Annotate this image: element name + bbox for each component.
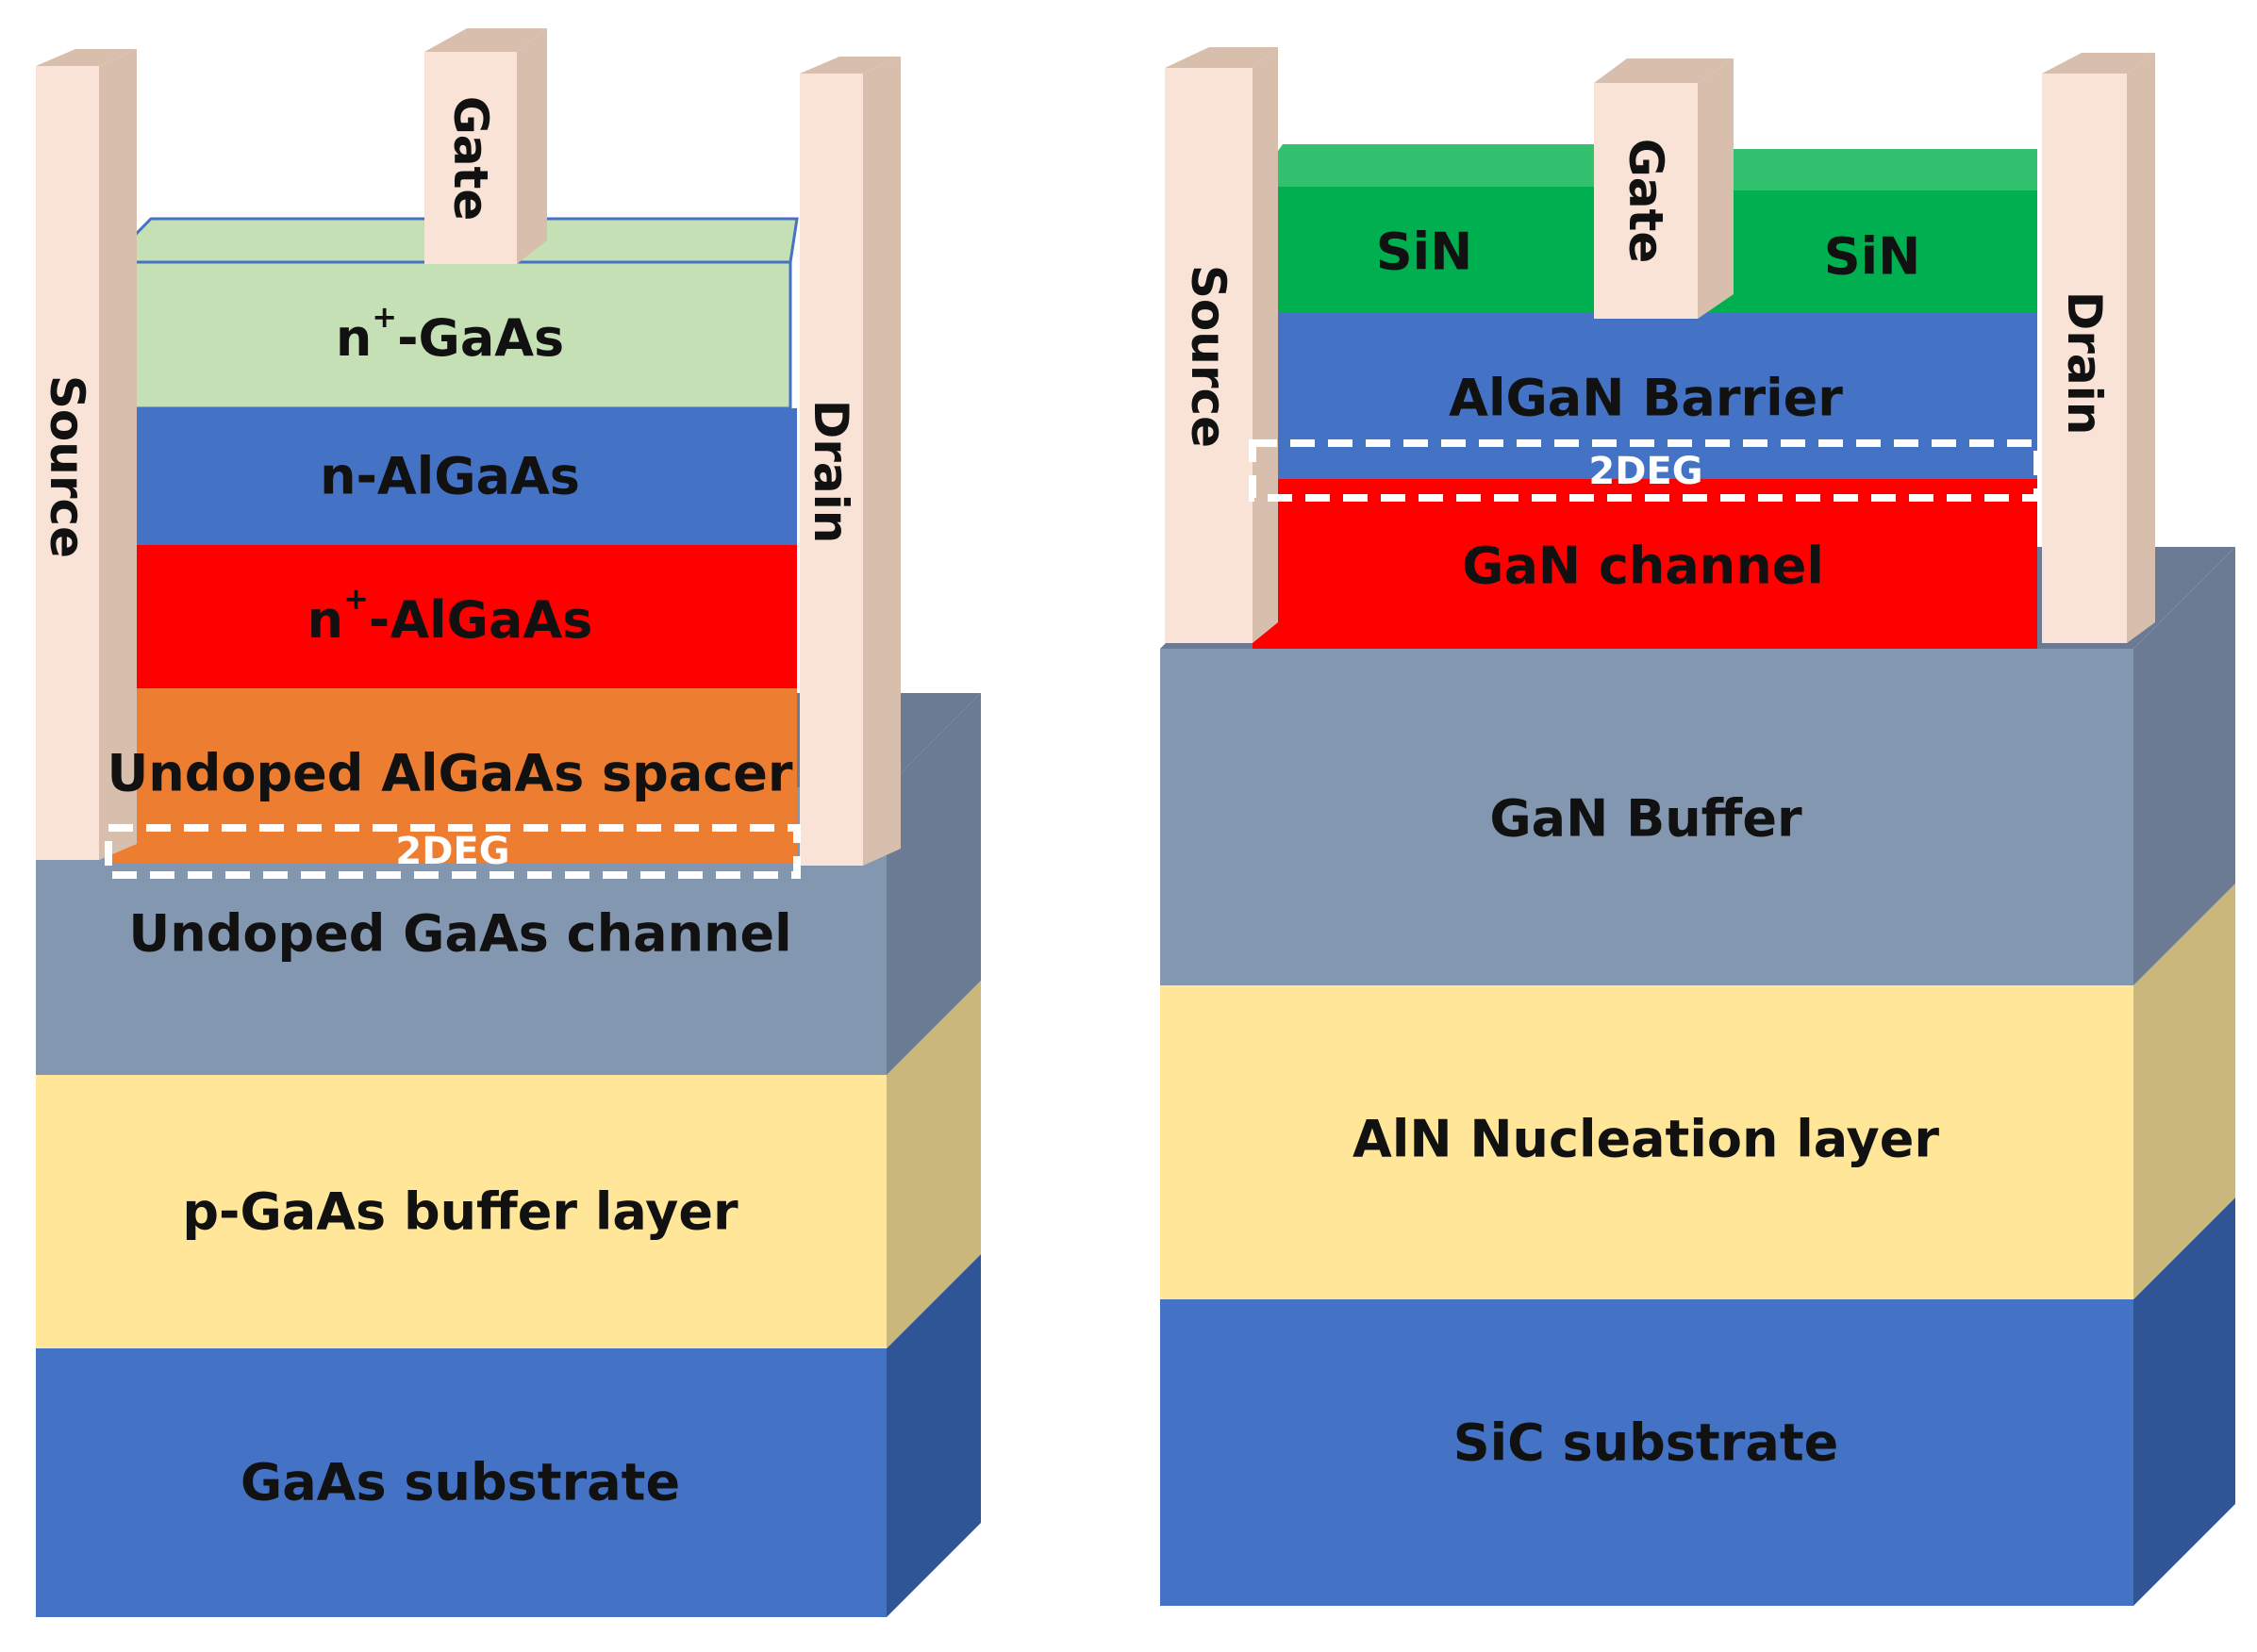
left-2deg-label: 2DEG bbox=[395, 830, 509, 873]
left-source-label: Source bbox=[40, 375, 94, 558]
right-drain-label: Drain bbox=[2057, 291, 2112, 436]
left-channel-side bbox=[887, 693, 981, 1075]
right-nucleation-front bbox=[1160, 985, 2133, 1299]
right-buffer-label: GaN Buffer bbox=[1489, 789, 1802, 849]
left-buffer-label: p-GaAs buffer layer bbox=[182, 1182, 739, 1242]
right-source-label: Source bbox=[1181, 265, 1236, 448]
right-nucleation-label: AlN Nucleation layer bbox=[1353, 1110, 1939, 1169]
right-sin-right bbox=[1698, 149, 2037, 313]
left-donor-label: n-AlGaAs bbox=[320, 447, 580, 506]
right-barrier-label: AlGaN Barrier bbox=[1449, 369, 1843, 428]
right-sin-left-label: SiN bbox=[1376, 223, 1473, 282]
left-gate-label: Gate bbox=[443, 96, 498, 222]
left-cap-layer bbox=[107, 260, 792, 410]
right-gate-label: Gate bbox=[1618, 139, 1673, 264]
left-cap-label: n+-GaAs bbox=[336, 299, 564, 368]
right-substrate-front bbox=[1160, 1299, 2133, 1606]
right-buffer-side bbox=[2133, 547, 2235, 985]
left-substrate-label: GaAs substrate bbox=[241, 1453, 680, 1512]
left-spacer-layer bbox=[108, 688, 797, 863]
left-doped-label: n+-AlGaAs bbox=[307, 581, 593, 650]
right-drain-electrode bbox=[2042, 53, 2155, 643]
right-substrate-label: SiC substrate bbox=[1453, 1413, 1839, 1473]
right-nucleation-side bbox=[2133, 884, 2235, 1299]
left-channel-label: Undoped GaAs channel bbox=[128, 904, 791, 964]
right-channel-label: GaN channel bbox=[1462, 537, 1824, 596]
right-2deg-label: 2DEG bbox=[1588, 450, 1702, 493]
right-sin-right-label: SiN bbox=[1824, 227, 1921, 287]
right-gate-electrode bbox=[1594, 58, 1734, 319]
right-substrate-side bbox=[2133, 1198, 2235, 1606]
left-doped-layer bbox=[108, 545, 797, 688]
right-2deg-region bbox=[1249, 439, 2041, 502]
right-sin-left bbox=[1253, 144, 1594, 313]
left-drain-electrode bbox=[800, 57, 901, 866]
left-buffer-side bbox=[887, 981, 981, 1348]
left-gate-electrode bbox=[424, 28, 547, 264]
right-device: Source Drain Gate SiN SiN AlGaN Barrier … bbox=[1160, 47, 2235, 1606]
right-barrier-layer bbox=[1253, 313, 2037, 479]
left-spacer-label: Undoped AlGaAs spacer bbox=[107, 744, 792, 803]
left-substrate-side bbox=[887, 1254, 981, 1617]
left-substrate-front bbox=[36, 1348, 887, 1617]
left-buffer-front bbox=[36, 1075, 887, 1348]
right-channel-layer bbox=[1253, 479, 2037, 649]
left-source-electrode bbox=[36, 49, 137, 860]
left-drain-label: Drain bbox=[804, 400, 858, 544]
left-2deg-region bbox=[105, 824, 801, 879]
right-buffer-front bbox=[1160, 649, 2133, 985]
left-device: Source Drain Gate n+-GaAs n-AlGaAs n+-Al… bbox=[36, 28, 981, 1617]
left-donor-layer bbox=[108, 408, 797, 545]
